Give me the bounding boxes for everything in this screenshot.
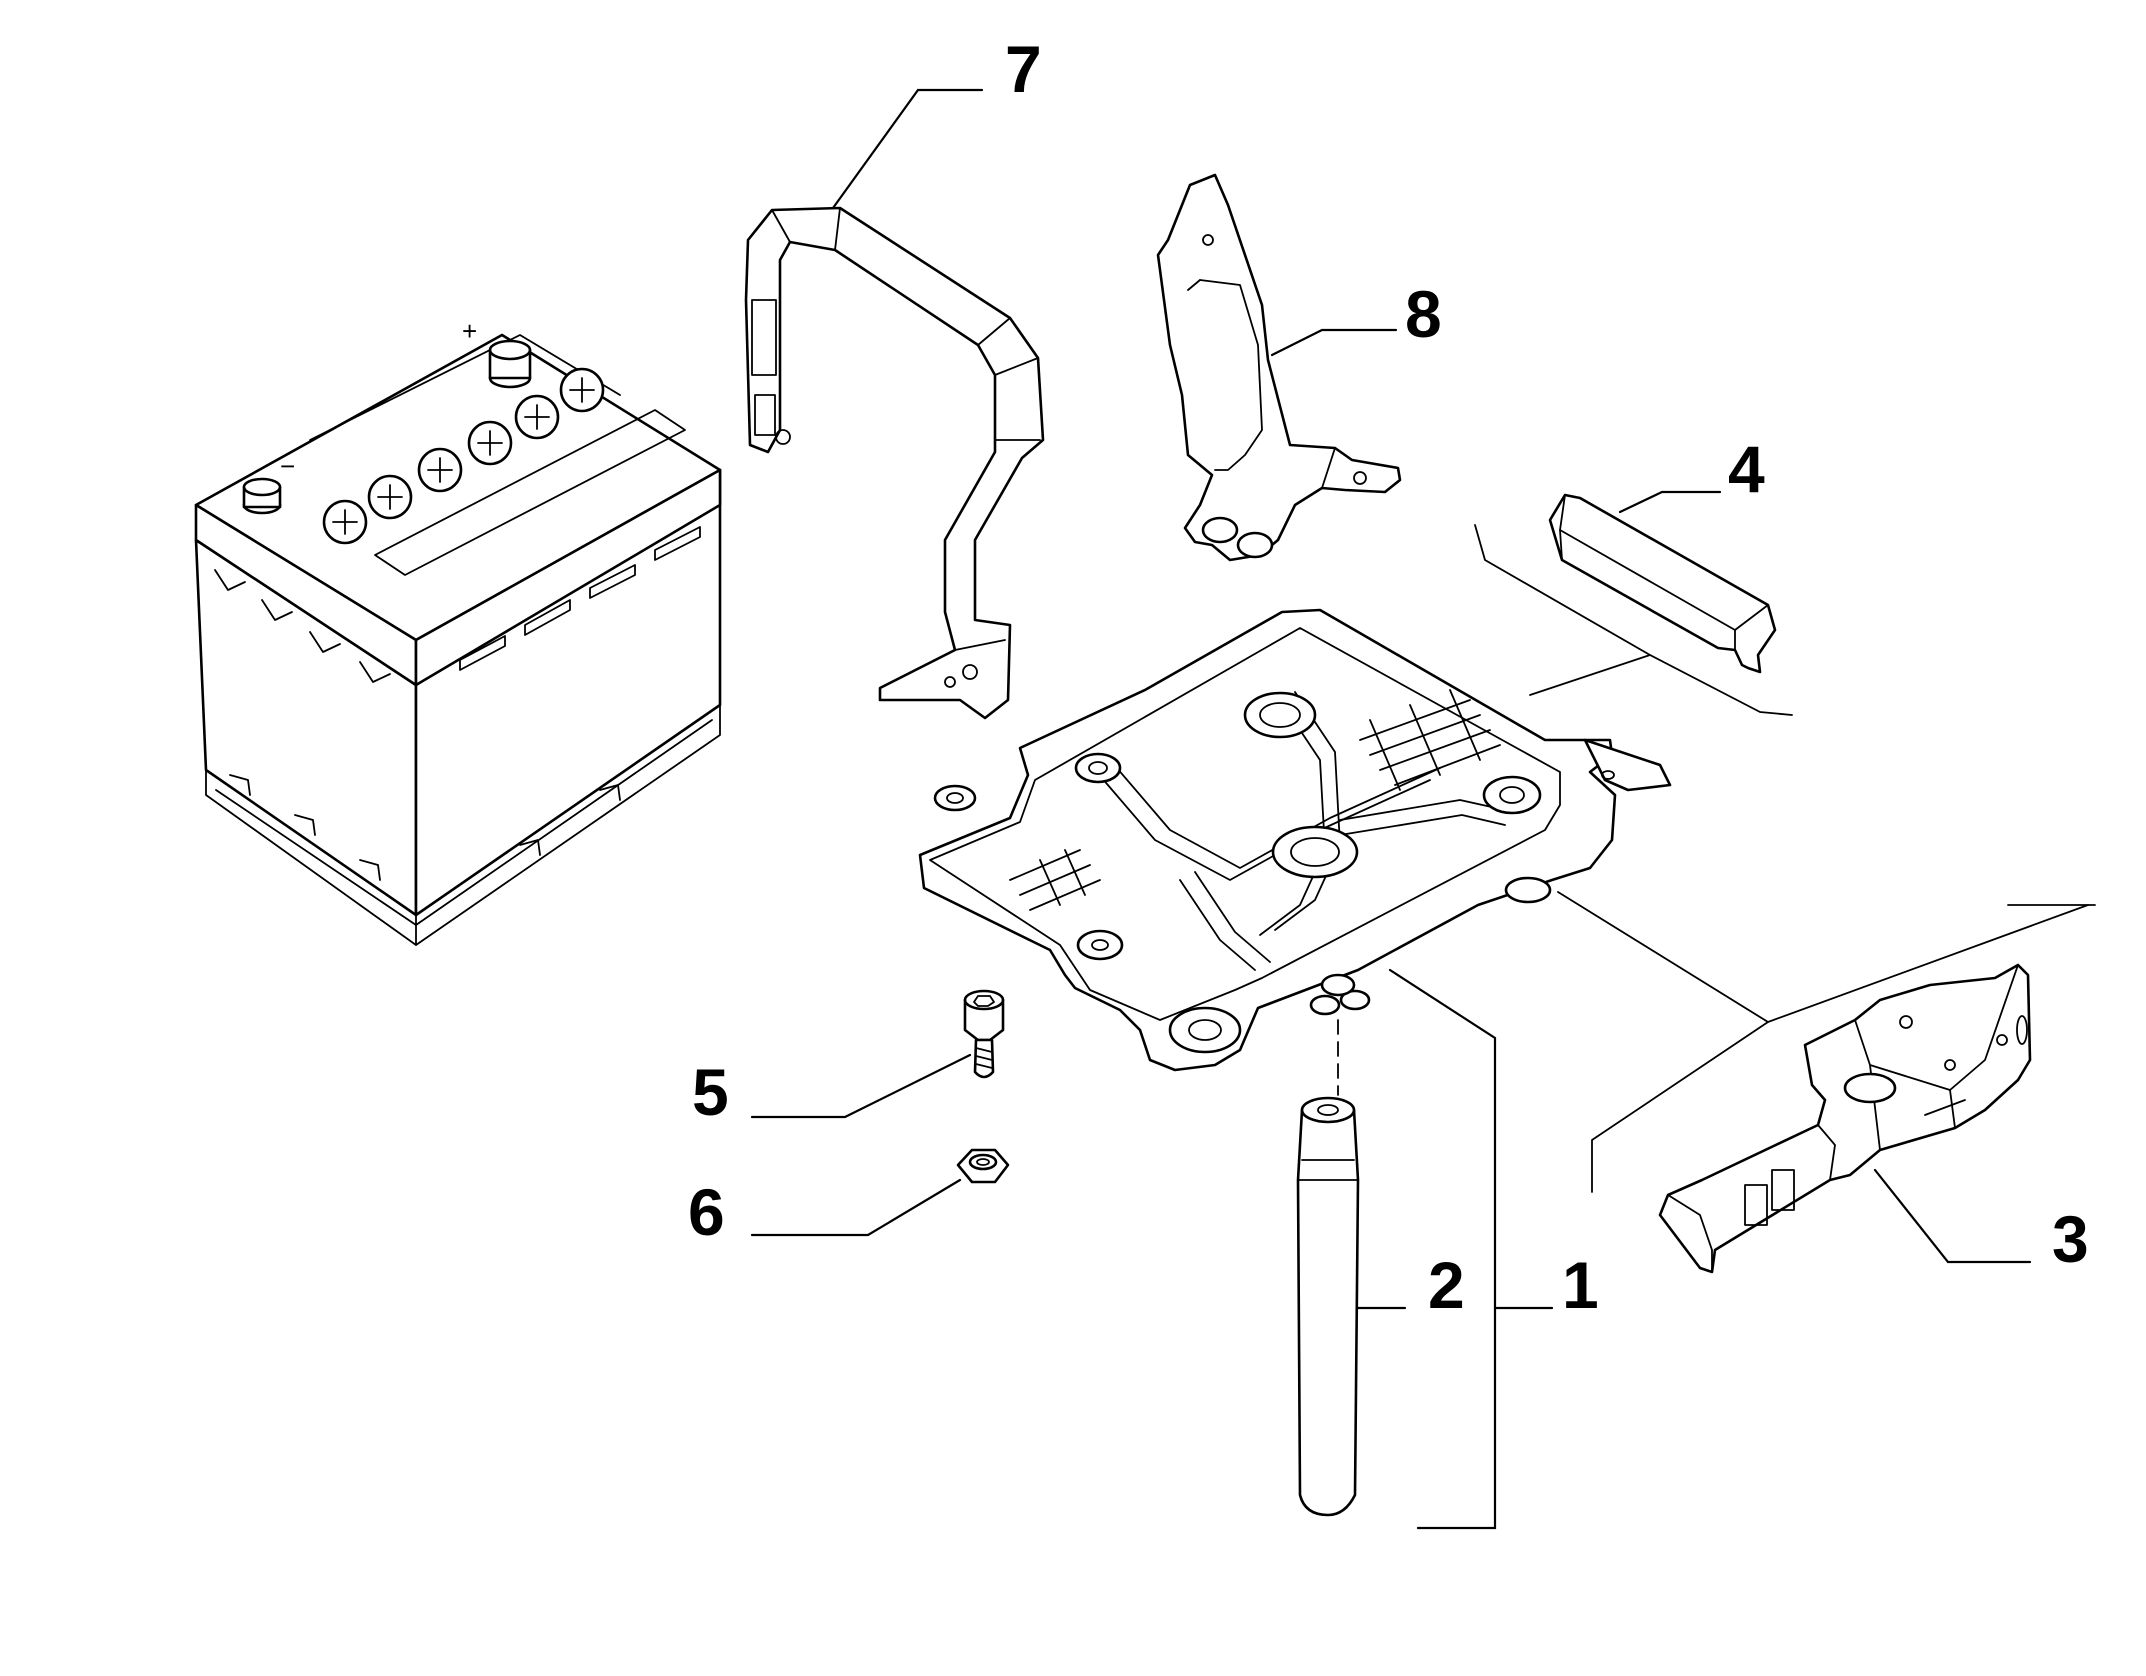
- bolt: [963, 989, 1005, 1079]
- callout-7: 7: [1005, 32, 1042, 106]
- leader-1: [1388, 968, 1497, 1530]
- positive-terminal: [488, 339, 532, 389]
- leader-6: [750, 1178, 962, 1237]
- side-bracket: [1156, 173, 1402, 562]
- leader-3: [1873, 1168, 2032, 1264]
- tray-rim: [929, 627, 1561, 1021]
- callout-1: 1: [1562, 1248, 1599, 1322]
- callout-3: 3: [2052, 1202, 2089, 1276]
- callout-8: 8: [1405, 277, 1442, 351]
- tray-boss-middle: [1271, 825, 1359, 879]
- leader-5: [750, 1053, 972, 1119]
- reference-lines: [1474, 524, 2096, 1193]
- cover-pad-body: [1548, 493, 1777, 674]
- battery-negative-sign: −: [280, 451, 295, 481]
- mounting-bracket: [1658, 963, 2032, 1274]
- tray-boss-left: [1074, 752, 1122, 784]
- battery-positive-sign: +: [462, 316, 477, 346]
- strap-band: [744, 206, 1045, 720]
- cover-pad: [1548, 493, 1777, 674]
- sleeve-rod: [1296, 1019, 1360, 1517]
- leader-4: [1618, 490, 1722, 514]
- battery: + −: [194, 316, 722, 946]
- callout-2: 2: [1428, 1248, 1465, 1322]
- callout-6: 6: [688, 1175, 725, 1249]
- hold-down-strap: [744, 206, 1045, 720]
- callout-5: 5: [692, 1055, 729, 1129]
- callout-4: 4: [1728, 432, 1765, 506]
- battery-tray: [918, 608, 1672, 1072]
- mounting-bracket-body: [1658, 963, 2032, 1274]
- battery-vent-strip: [374, 409, 686, 576]
- leader-8: [1270, 328, 1398, 357]
- negative-terminal: [242, 477, 282, 515]
- leader-7: [831, 88, 984, 210]
- bracket-body: [1156, 173, 1402, 562]
- sleeve-rod-body: [1296, 1108, 1360, 1517]
- tray-boss-top: [1243, 691, 1317, 739]
- callouts: 7 8 4 5 6 2 1 3: [688, 32, 2089, 1322]
- tray-boss-right: [1482, 775, 1542, 815]
- battery-lid-skirt-right: [414, 468, 722, 687]
- leader-lines: [750, 88, 2032, 1530]
- nut: [956, 1148, 1010, 1184]
- tray-outer: [918, 608, 1617, 1072]
- vent-caps: [322, 367, 605, 545]
